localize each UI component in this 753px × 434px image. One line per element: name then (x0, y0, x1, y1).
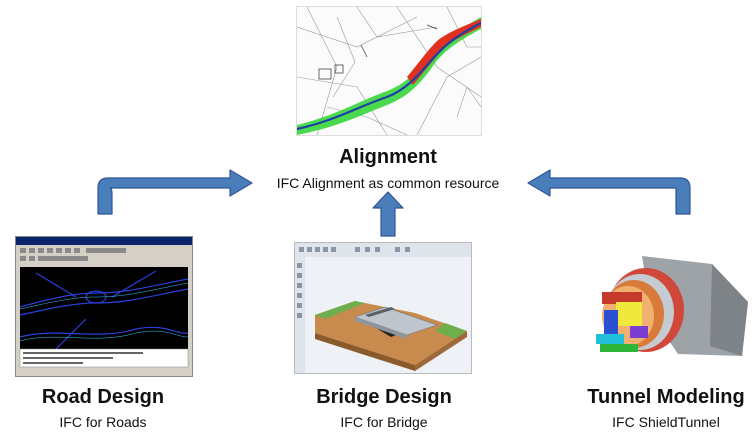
alignment-subtitle: IFC Alignment as common resource (276, 175, 500, 191)
right-arrow (527, 169, 691, 215)
left-arrow (97, 169, 253, 215)
bridge-design-image (294, 242, 472, 374)
bridge-design-title: Bridge Design (316, 386, 452, 408)
alignment-image (296, 6, 482, 136)
road-design-subtitle: IFC for Roads (59, 414, 147, 430)
road-design-image (15, 236, 193, 377)
tunnel-modeling-subtitle: IFC ShieldTunnel (612, 414, 720, 430)
tunnel-modeling-title: Tunnel Modeling (587, 386, 745, 408)
tunnel-modeling-image (582, 246, 750, 374)
alignment-title: Alignment (339, 146, 437, 168)
road-design-title: Road Design (41, 386, 165, 408)
bridge-design-subtitle: IFC for Bridge (340, 414, 428, 430)
up-arrow (372, 191, 404, 237)
